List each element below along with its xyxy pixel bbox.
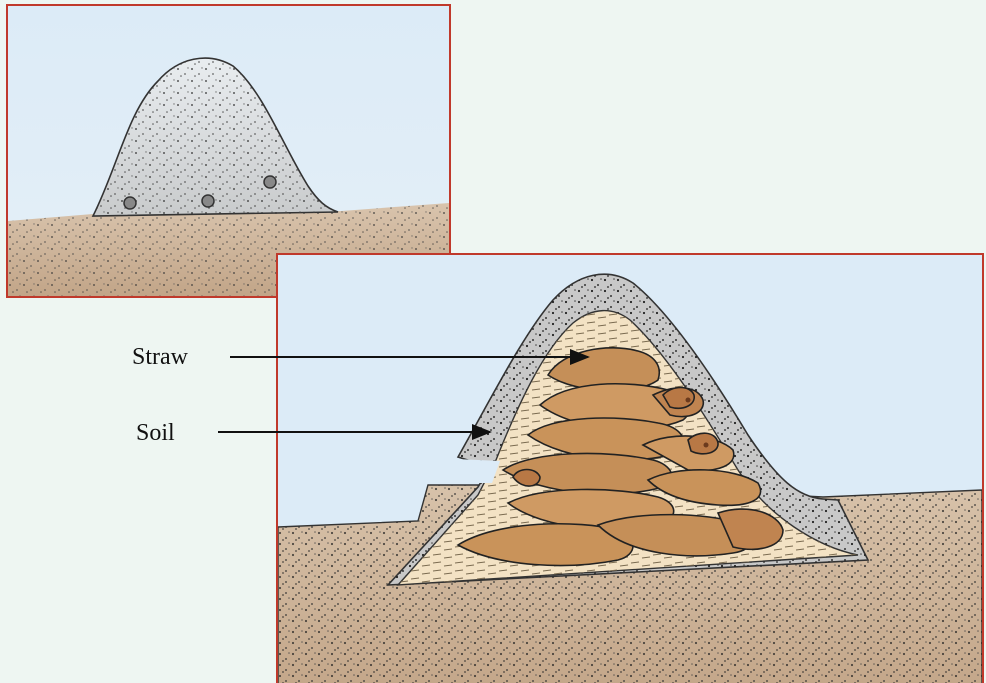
label-arrows bbox=[0, 0, 986, 683]
